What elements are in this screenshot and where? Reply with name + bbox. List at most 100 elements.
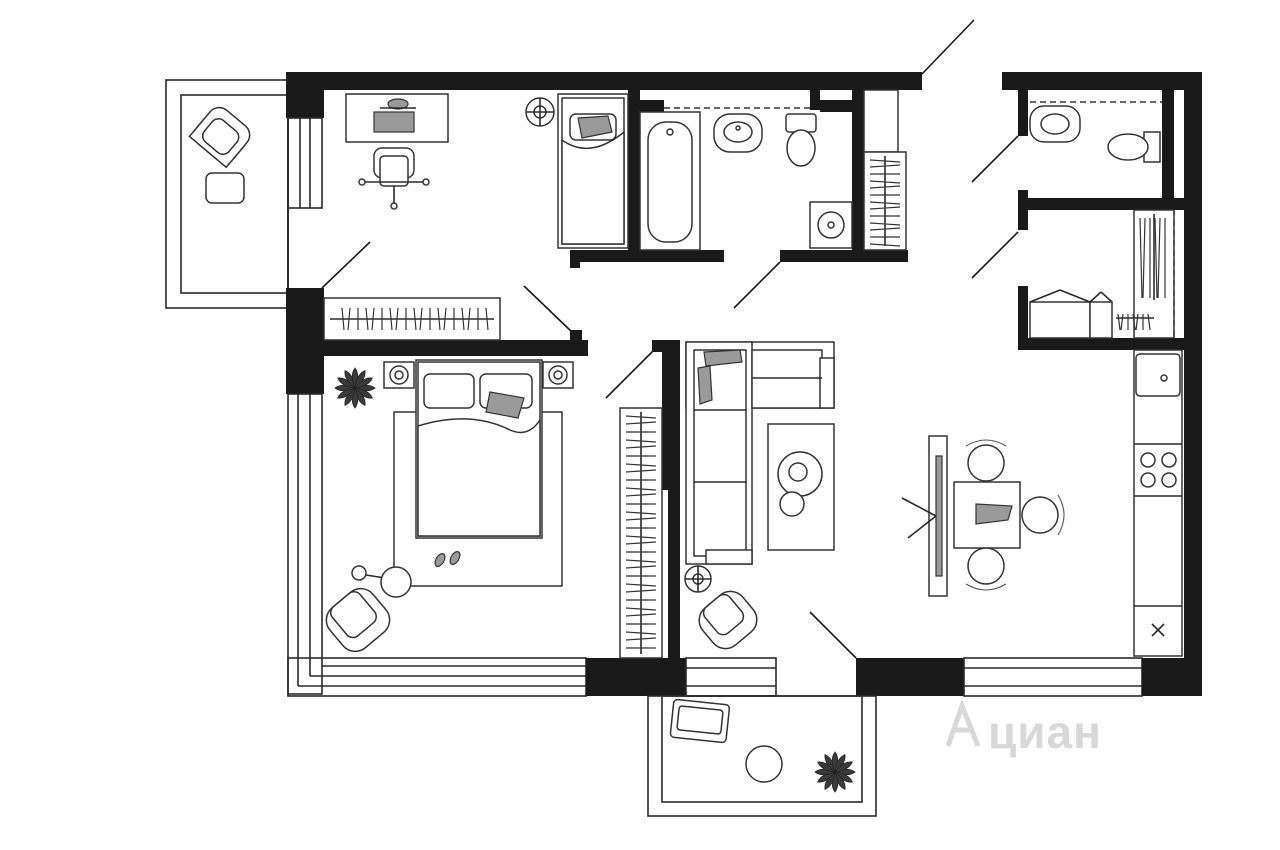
hanger-mark	[625, 559, 657, 563]
balcony-left	[165, 79, 289, 309]
bathtub-icon	[639, 111, 701, 251]
hanger-mark	[443, 307, 447, 331]
hanger-mark	[625, 535, 657, 539]
toilet-icon	[1107, 131, 1161, 163]
nightstand-icon	[383, 361, 415, 389]
lamp-icon	[684, 565, 712, 593]
hanger-mark	[625, 421, 657, 425]
coffee-table-icon	[767, 423, 835, 551]
hanger-mark	[625, 637, 657, 641]
sink-icon	[1029, 105, 1081, 143]
stool-icon	[205, 172, 245, 204]
plant-icon	[814, 751, 856, 793]
plant-leaf	[354, 377, 373, 389]
hall-closet	[863, 89, 907, 251]
washing-machine-icon	[809, 201, 853, 249]
hanger-mark	[413, 307, 417, 331]
lamp-icon	[525, 97, 555, 127]
armchair-icon	[698, 590, 758, 650]
study-room	[323, 93, 629, 341]
exterior-walls	[286, 72, 1202, 697]
hanger-mark	[869, 185, 901, 189]
hanger-mark	[869, 206, 901, 210]
hanger-mark	[869, 227, 901, 231]
bedroom	[325, 359, 663, 659]
hanger-mark	[625, 415, 657, 419]
hanger-mark	[869, 201, 901, 205]
hanger-mark	[365, 307, 369, 331]
hanger-mark	[419, 307, 423, 331]
wardrobe-icon	[323, 297, 501, 341]
slippers-icon	[434, 551, 461, 567]
toilet-icon	[785, 113, 817, 167]
hanger-mark	[625, 517, 657, 521]
storage-room	[1029, 209, 1175, 339]
hanger-mark	[1117, 313, 1121, 331]
hanger-mark	[869, 159, 901, 163]
hanger-mark	[625, 493, 657, 497]
hanger-mark	[625, 439, 657, 443]
hanger-mark	[625, 583, 657, 587]
hanger-mark	[625, 541, 657, 545]
plant-icon	[334, 367, 376, 409]
watermark: циан	[945, 698, 1102, 758]
toilet-room	[1029, 101, 1162, 163]
hanger-mark	[625, 631, 657, 635]
nightstand-icon	[542, 361, 574, 389]
hanger-mark	[869, 243, 901, 247]
dining-table-icon	[953, 439, 1065, 591]
hanger-mark	[389, 307, 393, 331]
hanger-mark	[485, 307, 489, 331]
office-chair-icon	[358, 147, 430, 210]
hanger-mark	[437, 307, 441, 331]
hanger-mark	[467, 307, 471, 331]
double-bed-icon	[415, 359, 543, 539]
cian-logo-icon	[945, 698, 981, 747]
hanger-mark	[461, 307, 465, 331]
floor-lamp-icon	[351, 565, 412, 598]
hanger-mark	[625, 487, 657, 491]
hanger-mark	[869, 222, 901, 226]
wardrobe-icon	[619, 407, 663, 659]
bathroom	[639, 107, 853, 251]
watermark-text: циан	[988, 706, 1102, 758]
interior-walls	[324, 90, 1184, 658]
laptop-icon	[373, 111, 415, 133]
hanger-mark	[625, 613, 657, 617]
hanger-mark	[341, 307, 345, 331]
kitchen-counter-icon	[1133, 349, 1183, 657]
hanger-mark	[1157, 217, 1161, 299]
side-table-icon	[745, 745, 783, 783]
hanger-mark	[347, 307, 351, 331]
hanger-mark	[625, 445, 657, 449]
tv-stand-icon	[901, 435, 948, 597]
hanger-mark	[371, 307, 375, 331]
armchair-icon	[669, 698, 731, 744]
hanger-mark	[625, 607, 657, 611]
living-kitchen	[684, 341, 1183, 657]
hanger-mark	[1120, 313, 1124, 331]
hanger-mark	[395, 307, 399, 331]
corner-sofa-icon	[685, 341, 835, 565]
hanger-mark	[1132, 313, 1136, 331]
hanger-mark	[1135, 313, 1139, 331]
single-bed-icon	[557, 93, 629, 249]
hanger-mark	[625, 469, 657, 473]
hanger-mark	[625, 463, 657, 467]
hanger-mark	[869, 164, 901, 168]
hanger-mark	[1147, 313, 1151, 331]
hanger-mark	[1142, 217, 1146, 299]
hanger-mark	[869, 180, 901, 184]
sink-icon	[713, 113, 763, 153]
boxes-icon	[1029, 289, 1113, 339]
armchair-icon	[325, 587, 391, 653]
hanger-mark	[625, 511, 657, 515]
hanger-mark	[1154, 217, 1158, 299]
doors	[321, 19, 1019, 659]
balcony-bottom	[647, 695, 877, 817]
hanger-mark	[1139, 217, 1143, 299]
plant-leaf	[834, 761, 853, 773]
hanger-mark	[625, 589, 657, 593]
hanger-mark	[625, 565, 657, 569]
